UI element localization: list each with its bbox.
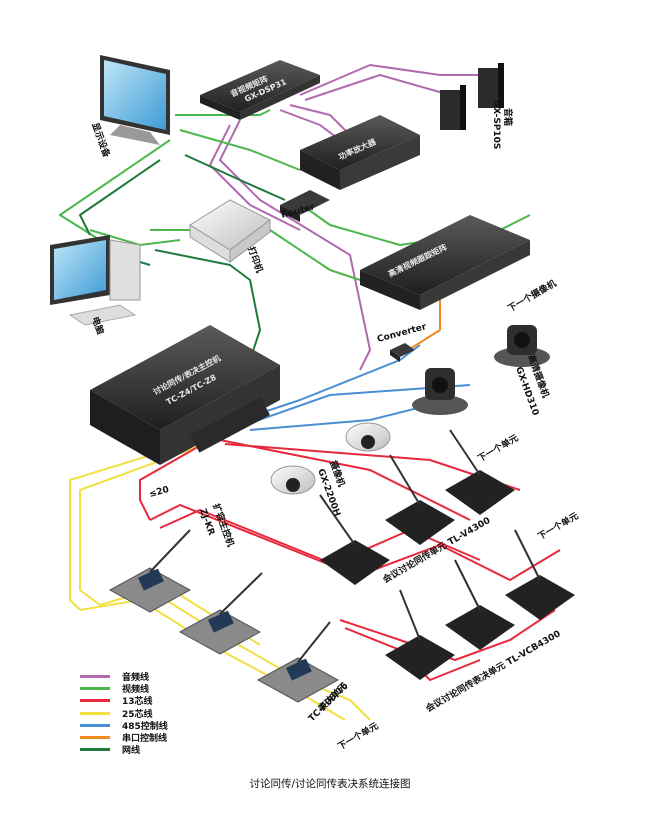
unit-count-label: ≤20: [148, 485, 170, 500]
dome-camera-1: [345, 422, 391, 452]
legend-item: 25芯线: [80, 707, 240, 720]
cable-audio: [209, 64, 480, 371]
legend-item: 13芯线: [80, 695, 240, 707]
legend-label: 485控制线: [122, 721, 168, 732]
legend-swatch: [80, 748, 110, 752]
host-device: 讨论同传/表决主控机 TC-Z4/TC-Z8: [90, 325, 280, 465]
dome-camera-2: [270, 465, 316, 495]
printer-device: 打印机: [189, 199, 271, 274]
next-unit-top-label: 下一个单元: [476, 432, 521, 465]
legend-label: 音频线: [122, 672, 150, 683]
legend-swatch: [80, 723, 110, 727]
legend-label: 25芯线: [122, 709, 153, 720]
legend-label: 网线: [122, 746, 141, 757]
legend-item: 视频线: [80, 682, 240, 695]
legend-item: 485控制线: [80, 719, 240, 732]
amplifier-device: 功率放大器: [300, 115, 420, 190]
legend-swatch: [80, 686, 110, 690]
delegate-units-group-2: [385, 529, 575, 680]
legend-label: 串口控制线: [122, 734, 168, 745]
hd-camera-1: [412, 368, 468, 415]
display-label: 显示设备: [89, 121, 113, 160]
hd-camera-2: [494, 325, 550, 367]
cable-serial: [404, 300, 441, 353]
legend-swatch: [80, 674, 110, 678]
hd-tracking-matrix-device: 高清视频跟踪矩阵: [360, 215, 530, 310]
voting-unit-3: [256, 621, 340, 703]
router-device: Router: [280, 190, 330, 222]
legend-swatch: [80, 736, 110, 740]
legend-swatch: [80, 699, 110, 703]
next-unit-right-label: 下一个单元: [536, 510, 581, 543]
speaker-label: 音箱: [502, 108, 514, 126]
printer-label: 打印机: [245, 245, 266, 274]
speaker-model: GX-SP10S: [491, 100, 501, 149]
cable-485: [239, 344, 471, 431]
diagram-caption: 讨论同传/讨论同传表决系统连接图: [249, 778, 411, 790]
av-matrix-device: 音视频矩阵 GX-DSP31: [200, 60, 320, 120]
delegate-units-group-1: [319, 429, 515, 585]
legend-label: 视频线: [122, 684, 150, 695]
legend-swatch: [80, 711, 110, 715]
next-camera-label: 下一个摄像机: [506, 277, 559, 314]
legend-item: 网线: [80, 744, 240, 756]
legend-item: 音频线: [80, 670, 240, 683]
voting-unit-2: [178, 572, 263, 655]
next-unit-bottom-label: 下一个单元: [336, 720, 381, 753]
legend-label: 13芯线: [122, 697, 153, 708]
computer-device: 电脑: [50, 235, 141, 336]
speakers-device: 音箱 GX-SP10S: [440, 63, 514, 149]
voting-unit-1: [108, 529, 192, 613]
legend-item: 串口控制线: [80, 731, 240, 745]
display-device: 显示设备: [89, 55, 170, 160]
